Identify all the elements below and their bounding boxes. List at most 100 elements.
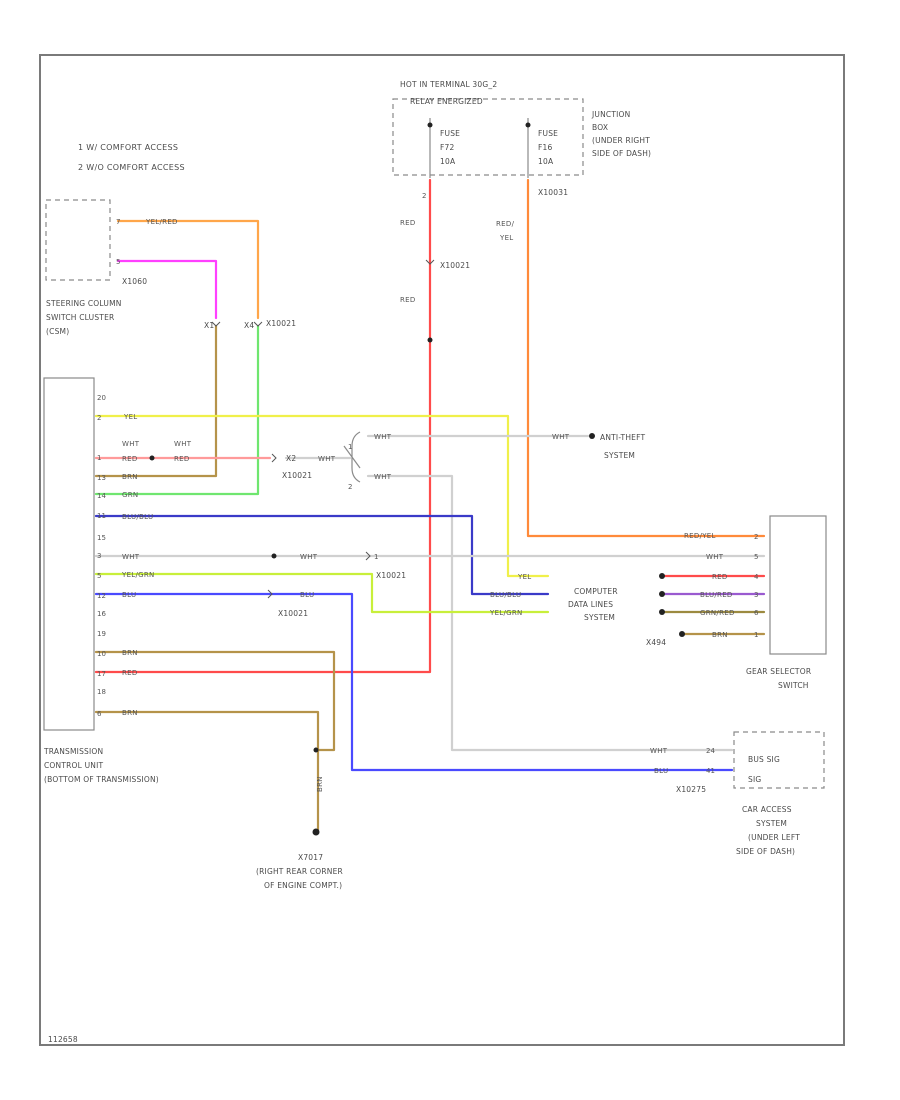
- x10021-label-e: X10021: [278, 609, 308, 618]
- steering-label-2: SWITCH CLUSTER: [46, 313, 114, 322]
- blu-label-a: BLU: [122, 591, 136, 599]
- x10031-label: X10031: [538, 188, 568, 197]
- x10021-connector-b: [253, 321, 263, 327]
- tcu-label-2: CONTROL UNIT: [44, 761, 104, 770]
- fuse2-name: FUSE: [538, 129, 558, 138]
- wht-label-1: WHT: [122, 440, 140, 448]
- blu-red-s-label: BLU/RED: [700, 591, 733, 599]
- wire-yel-grn: [94, 572, 550, 614]
- wht-up-label: WHT: [318, 455, 336, 463]
- gear-pin-5: 5: [754, 553, 758, 561]
- note-2: 2 W/O COMFORT ACCESS: [78, 163, 185, 172]
- wire-brn-ground-a: [94, 650, 336, 752]
- cdl-label-2: DATA LINES: [568, 600, 613, 609]
- ground-label-2: (RIGHT REAR CORNER: [256, 867, 343, 876]
- car-label-3: (UNDER LEFT: [748, 833, 800, 842]
- splice-red-dot: [427, 337, 433, 343]
- gear-pin-2: 2: [754, 533, 758, 541]
- diagram-code: 112658: [48, 1035, 78, 1044]
- gear-dot-red: [659, 573, 665, 579]
- tcu-pin-15: 15: [97, 534, 106, 542]
- wire-red-yel-fuse-f16: [526, 178, 766, 538]
- yel-grn-label-a: YEL/GRN: [121, 571, 155, 579]
- red-s-label: RED: [712, 573, 728, 581]
- yel-red-label: YEL/RED: [145, 218, 178, 226]
- tcu-pin-18: 18: [97, 688, 106, 696]
- tcu-pin-2: 2: [97, 414, 101, 422]
- red-yel-label-b: YEL: [499, 234, 514, 242]
- gear-dot-blu-red: [659, 591, 665, 597]
- gear-dot-brn: [679, 631, 685, 637]
- switch-brace: [351, 431, 361, 483]
- steering-label-1: STEERING COLUMN: [46, 299, 122, 308]
- gear-dot-grn-red: [659, 609, 665, 615]
- relay-label: RELAY ENERGIZED: [410, 97, 483, 106]
- wht-at-label: WHT: [552, 433, 570, 441]
- yel-label: YEL: [123, 413, 138, 421]
- junction-label-2: BOX: [592, 123, 608, 132]
- tcu-pin-14: 14: [97, 492, 106, 500]
- tcu-pin-3: 3: [97, 552, 101, 560]
- red-label-d: RED: [174, 455, 190, 463]
- x1060-label: X1060: [122, 277, 147, 286]
- bus-sig-label: BUS SIG: [748, 755, 780, 764]
- x1-label: X1: [204, 321, 214, 330]
- gear-pin-4: 4: [754, 573, 759, 581]
- wht-gear-label-2: WHT: [300, 553, 318, 561]
- gear-pin-1: 1: [754, 631, 758, 639]
- ground-label-1: X7017: [298, 853, 323, 862]
- x10021-label-b: X10021: [266, 319, 296, 328]
- wht-b-label: WHT: [650, 747, 668, 755]
- wire-red-fuse-f72: [94, 178, 432, 674]
- x10021-label-d: X10021: [376, 571, 406, 580]
- splice-anti-theft-dot: [589, 433, 595, 439]
- fuse1-amp: 10A: [440, 157, 456, 166]
- x494-label: X494: [646, 638, 666, 647]
- fuse2-amp: 10A: [538, 157, 554, 166]
- splice-wht-dot: [271, 553, 277, 559]
- wire-blu-car: [94, 592, 734, 772]
- tcu-pin-17: 17: [97, 670, 106, 678]
- gear-label-1: GEAR SELECTOR: [746, 667, 811, 676]
- car-pin-41: 41: [706, 767, 715, 775]
- fuse2-id: F16: [538, 143, 552, 152]
- fuse1-name: FUSE: [440, 129, 460, 138]
- red-label-a: RED: [400, 219, 416, 227]
- wire-brown-tcu: [94, 324, 218, 478]
- blu-blu-label: BLU/BLU: [122, 513, 153, 521]
- x10021-connector-d: [365, 551, 371, 561]
- blu-blu-right-label: BLU/BLU: [490, 591, 521, 599]
- diagram-frame: [39, 54, 845, 1046]
- tcu-pin-20: 20: [97, 394, 106, 402]
- gear-pin-3: 3: [754, 591, 758, 599]
- brn-v-label: BRN: [316, 776, 324, 792]
- anti-theft-2: SYSTEM: [604, 451, 635, 460]
- hot-in-label: HOT IN TERMINAL 30G_2: [400, 80, 497, 89]
- brn-label: BRN: [122, 473, 138, 481]
- x2-label: X2: [286, 454, 296, 463]
- sig-label: SIG: [748, 775, 761, 784]
- x10031-pin-label: X10021: [440, 261, 470, 270]
- x4-label: X4: [244, 321, 254, 330]
- car-label-4: SIDE OF DASH): [736, 847, 795, 856]
- wire-brn-ground-b: [94, 710, 320, 832]
- x10031-pin-1: 1: [374, 553, 378, 561]
- switch-pin-2: 2: [348, 483, 352, 491]
- car-label-1: CAR ACCESS: [742, 805, 792, 814]
- red-label-c: RED: [122, 455, 138, 463]
- tcu-pin-6: 6: [97, 710, 102, 718]
- junction-label-3: (UNDER RIGHT: [592, 136, 650, 145]
- red-yel-label-a: RED/: [496, 220, 515, 228]
- wht-s-label: WHT: [706, 553, 724, 561]
- steering-label-3: (CSM): [46, 327, 69, 336]
- tcu-label-3: (BOTTOM OF TRANSMISSION): [44, 775, 159, 784]
- x10021-connector-a: [211, 321, 221, 327]
- tcu-pin-10: 10: [97, 650, 106, 658]
- yel-label-a: YEL: [517, 573, 532, 581]
- wht-label-2: WHT: [174, 440, 192, 448]
- wire-green-tcu: [94, 324, 260, 496]
- tcu-pin-19: 19: [97, 630, 106, 638]
- gear-pin-6: 6: [754, 609, 759, 617]
- junction-pin-2: 2: [422, 192, 426, 200]
- junction-label-4: SIDE OF DASH): [592, 149, 651, 158]
